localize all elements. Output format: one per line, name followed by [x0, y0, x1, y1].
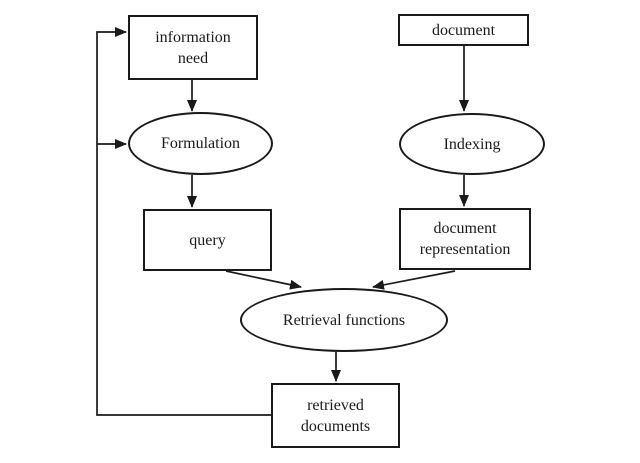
document-representation-label-line1: document: [433, 220, 497, 237]
retrieval-functions-ellipse: Retrieval functions: [240, 288, 448, 352]
information-need-box: information need: [128, 15, 258, 80]
retrieval-functions-label: Retrieval functions: [282, 311, 406, 329]
information-need-label-line2: need: [177, 49, 209, 67]
document-representation-label-line2: representation: [419, 241, 511, 258]
information-need-label-line1: information: [155, 28, 231, 46]
retrieved-documents-label-line1: retrieved: [307, 396, 364, 414]
document-box: document: [398, 14, 529, 46]
query-box: query: [143, 209, 272, 271]
document-representation-box: document representation: [399, 208, 531, 270]
query-label: query: [189, 231, 226, 249]
formulation-label: Formulation: [160, 135, 241, 152]
indexing-ellipse: Indexing: [399, 113, 545, 175]
retrieved-documents-box: retrieved documents: [271, 383, 400, 448]
document-label: document: [431, 21, 496, 39]
arrow-document-representation-to-retrieval-functions: [372, 270, 456, 290]
indexing-label: Indexing: [443, 135, 501, 153]
arrow-query-to-retrieval-functions: [225, 270, 302, 290]
formulation-ellipse: Formulation: [128, 112, 273, 175]
feedback-line-retrieved-documents-to-information-need: [96, 27, 271, 416]
retrieved-documents-label-line2: documents: [300, 417, 371, 435]
